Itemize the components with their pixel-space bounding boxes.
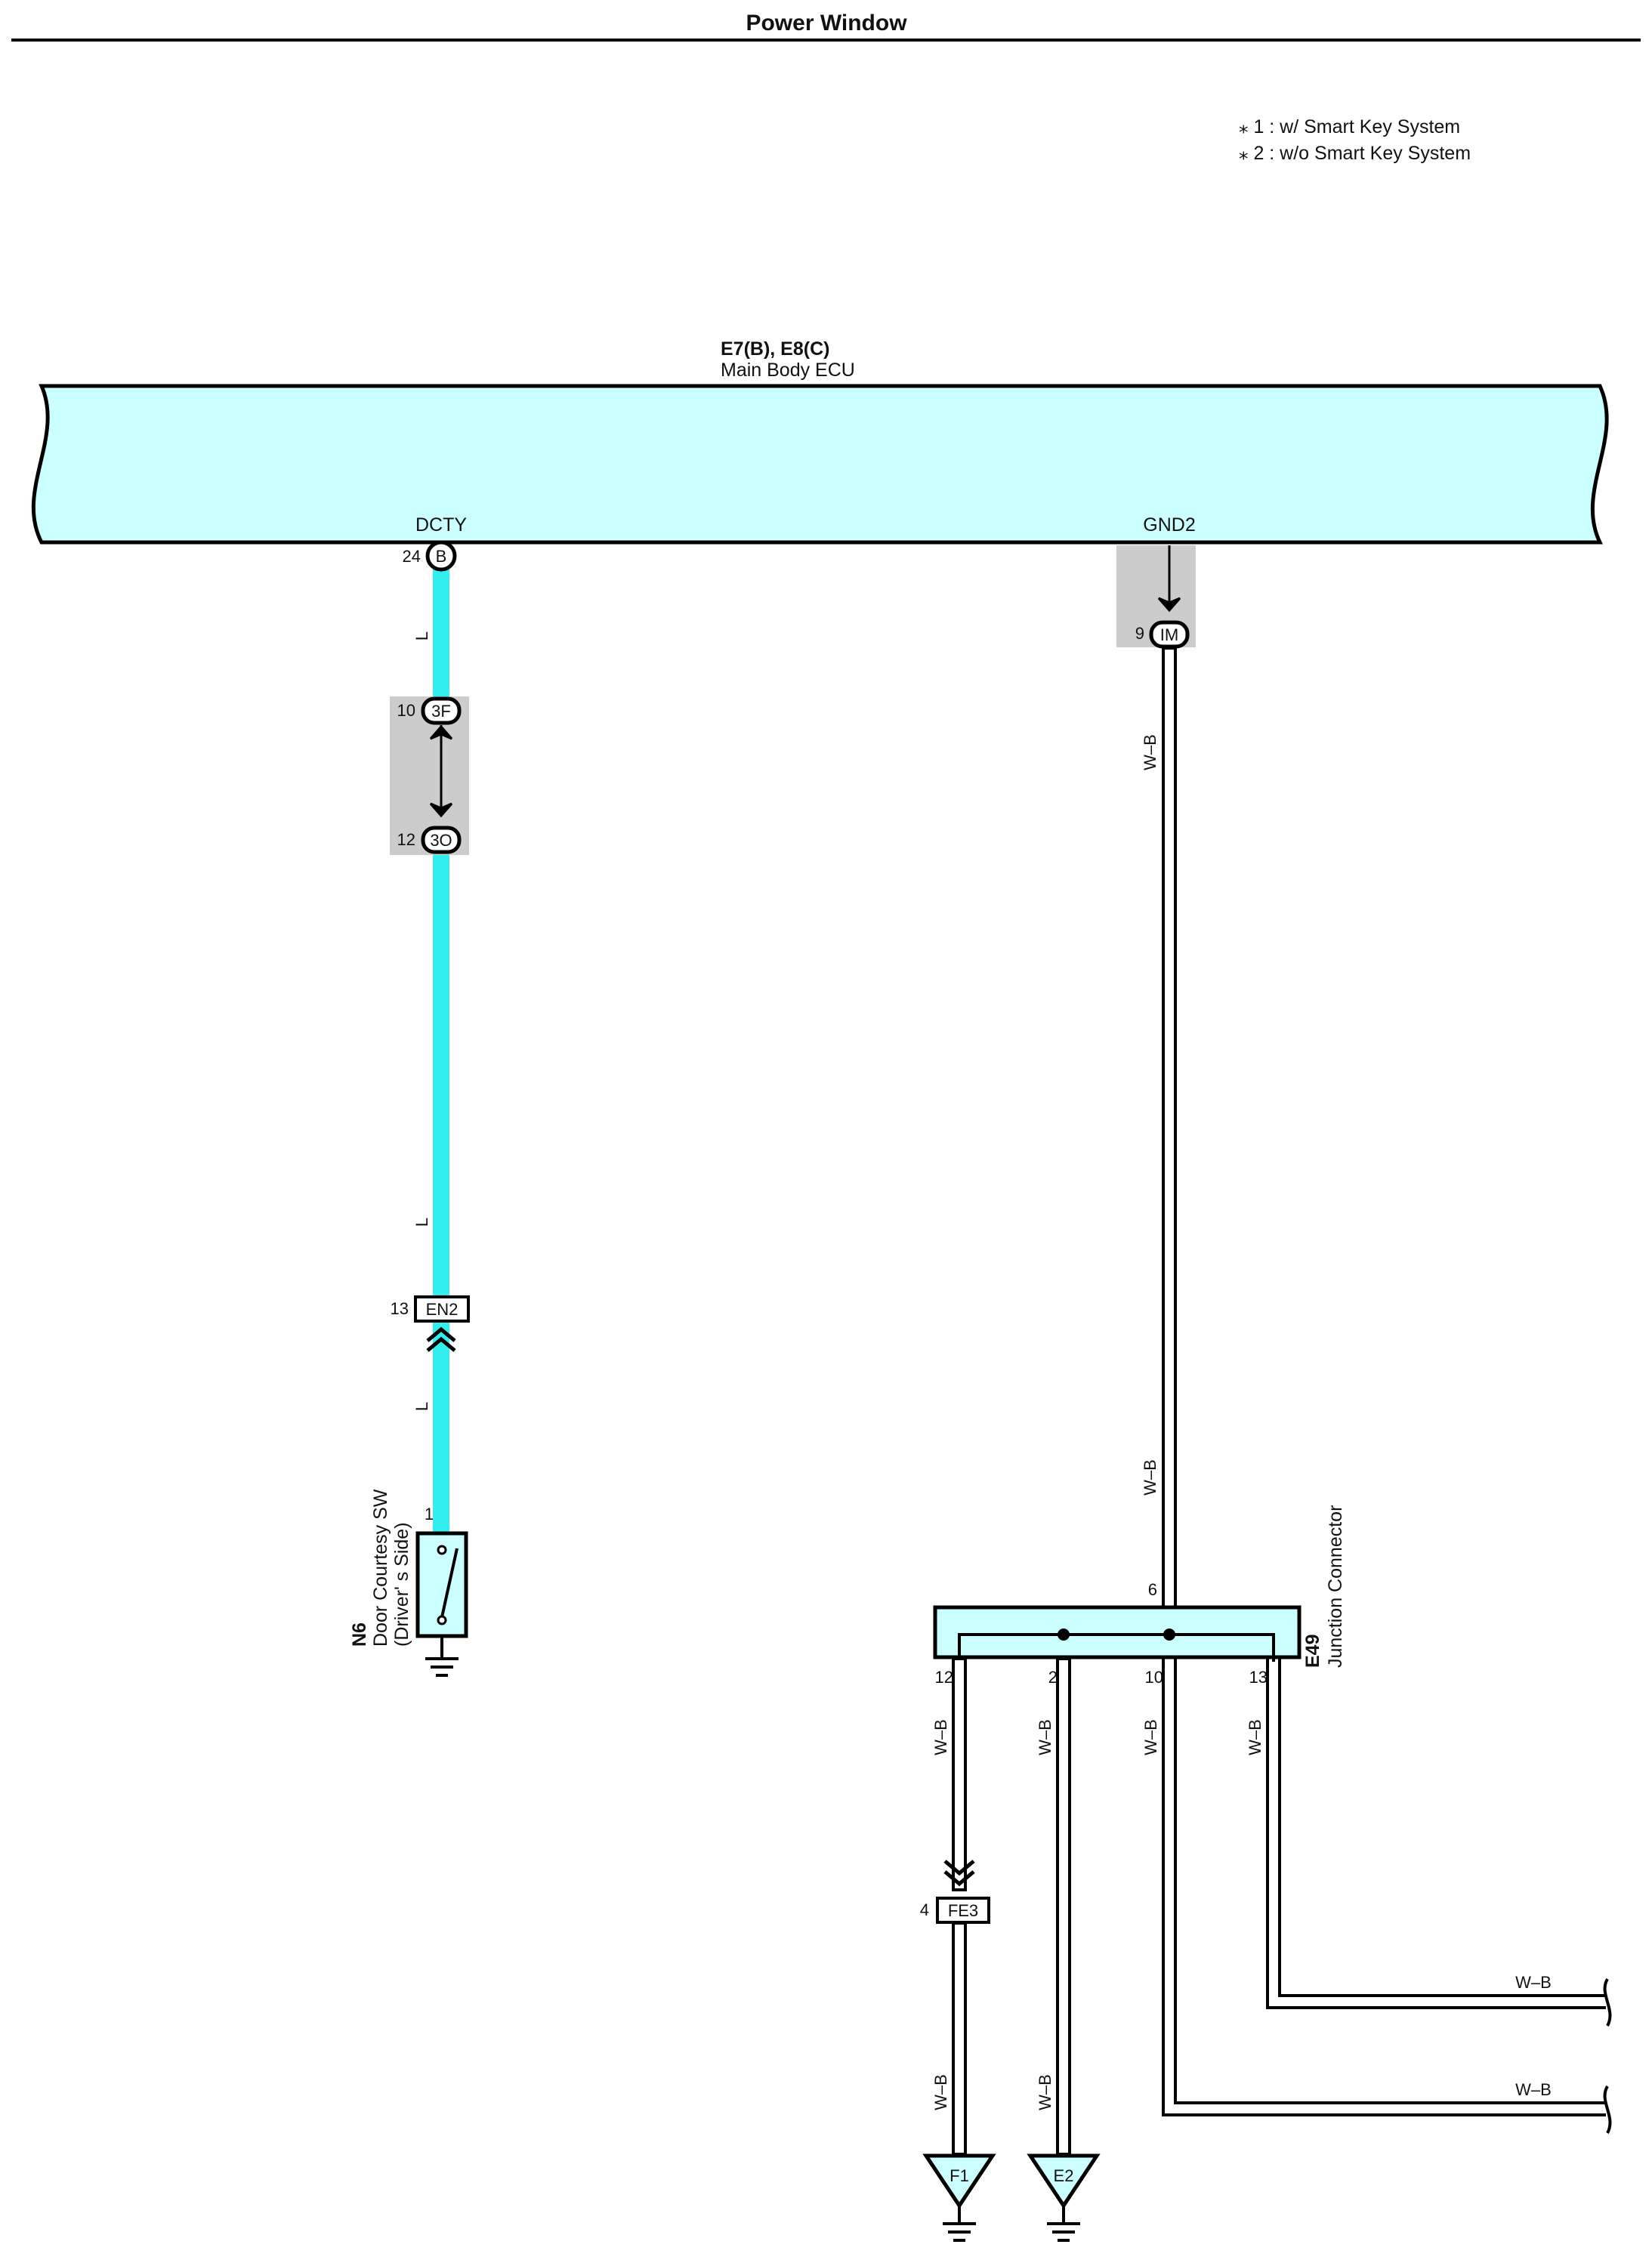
wire-label-wb: W–B (931, 1719, 950, 1755)
junction-code: E49 (1302, 1635, 1323, 1668)
ground-point-f1 (922, 2153, 996, 2242)
connector-3f-label: 3F (431, 702, 451, 721)
wire-break-lower (1603, 2085, 1612, 2134)
wire-label-wb: W–B (1246, 1719, 1264, 1755)
ground-e2-label: E2 (1054, 2166, 1074, 2185)
wire-wb-to-e2 (1056, 1657, 1071, 2156)
wire-l-segment (433, 837, 449, 1304)
switch-name: Door Courtesy SW (370, 1489, 391, 1647)
junction-node (1163, 1628, 1175, 1641)
wire-label-l: L (412, 631, 431, 641)
wire-l-segment (433, 1317, 449, 1544)
arrow-down (429, 802, 453, 818)
connector-fe3-arrow (943, 1860, 975, 1887)
switch-blade (440, 1548, 459, 1618)
connector-3o-label: 3O (430, 831, 452, 850)
switch-code: N6 (349, 1622, 370, 1647)
connector-3o (421, 826, 462, 854)
wire-break-upper (1603, 1977, 1612, 2027)
junction-bus (958, 1633, 1275, 1662)
jc-pin-13: 13 (1249, 1668, 1268, 1687)
wire-label-l: L (412, 1218, 431, 1227)
ground-point-e2 (1027, 2153, 1101, 2242)
junction-node (1058, 1628, 1070, 1641)
wire-label-wb: W–B (1036, 2074, 1055, 2110)
ecu-code: E7(B), E8(C) (721, 338, 829, 360)
switch-contact (437, 1545, 447, 1555)
main-body-ecu (31, 384, 1609, 545)
pin-12: 12 (397, 830, 415, 849)
switch-side: (Driver' s Side) (391, 1522, 412, 1647)
wire-label-wb: W–B (1141, 1459, 1159, 1496)
ecu-terminal-dcty: DCTY (415, 514, 467, 536)
pin-4-fe3: 4 (920, 1900, 929, 1919)
wire-wb-to-fe3 (952, 1657, 967, 1891)
pin-10: 10 (397, 701, 415, 720)
connector-3f (421, 696, 462, 725)
wire-label-wb: W–B (1515, 2080, 1552, 2099)
note-smart-key: ⁎ 1 : w/ Smart Key System (1239, 116, 1460, 137)
jc-pin-10: 10 (1145, 1668, 1163, 1687)
ecu-name: Main Body ECU (721, 360, 855, 381)
wire-label-wb: W–B (931, 2074, 950, 2110)
page-title: Power Window (746, 11, 907, 36)
wire-label-wb: W–B (1036, 1719, 1055, 1755)
wire-label-wb: W–B (1141, 734, 1159, 770)
wire-label-wb: W–B (1515, 1973, 1552, 1992)
junction-name: Junction Connector (1325, 1505, 1346, 1668)
arrow-down (1157, 597, 1181, 613)
wire-label-wb: W–B (1141, 1719, 1160, 1755)
connector-b (425, 540, 457, 572)
pin-9: 9 (1135, 624, 1144, 643)
switch-contact (437, 1615, 447, 1625)
ground-f1-label: F1 (950, 2166, 969, 2185)
connector-en2 (414, 1295, 470, 1323)
pin-13: 13 (391, 1299, 409, 1318)
connector-im-label: IM (1160, 625, 1178, 644)
jc-pin-2: 2 (1048, 1668, 1058, 1687)
wire-wb-main (1162, 647, 1177, 1610)
junction-connector-e49 (933, 1605, 1302, 1659)
arrow-up (429, 724, 453, 740)
jc-pin-12: 12 (935, 1668, 953, 1687)
pin-6: 6 (1148, 1580, 1157, 1599)
wire-label-l: L (412, 1402, 431, 1411)
wire-wb-branch-lower (1162, 1659, 1606, 2116)
ecu-terminal-gnd2: GND2 (1143, 514, 1195, 536)
note-no-smart-key: ⁎ 2 : w/o Smart Key System (1239, 143, 1471, 164)
ground-symbol (425, 1657, 459, 1677)
wire-wb-branch-upper (1266, 1659, 1606, 2009)
connector-b-label: B (436, 547, 447, 566)
pin-1: 1 (425, 1505, 434, 1524)
connector-en2-label: EN2 (426, 1300, 459, 1319)
connector-fe3-label: FE3 (948, 1901, 978, 1920)
wire-wb-to-f1 (952, 1922, 967, 2156)
pin-24: 24 (403, 547, 421, 566)
connector-en2-arrow (426, 1326, 456, 1352)
